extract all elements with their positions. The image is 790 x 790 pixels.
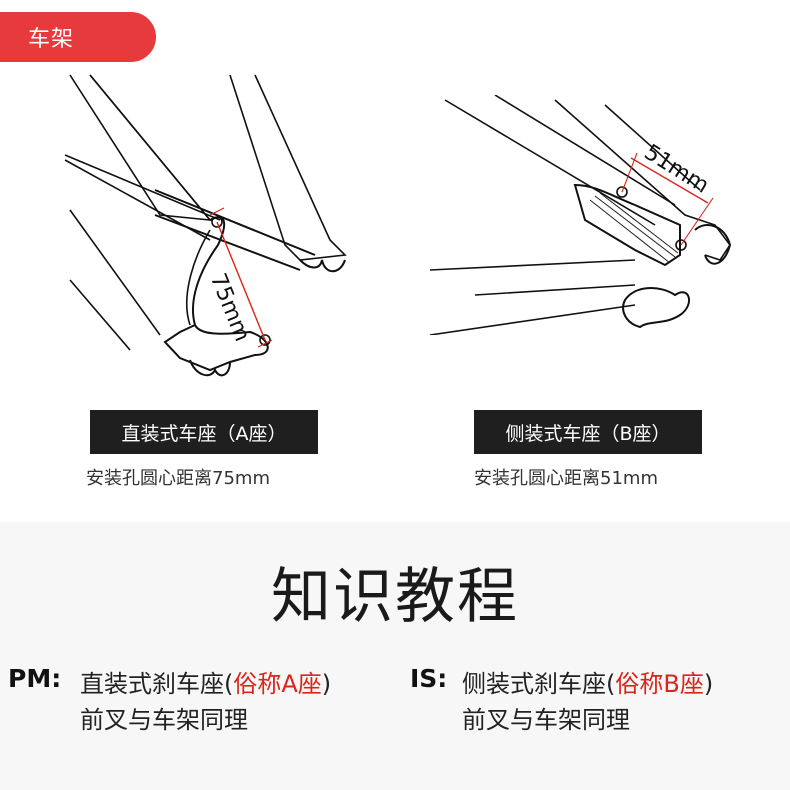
is-mount-label-text: 侧装式车座（B座） [505,422,671,445]
is-code: IS: [410,664,448,693]
is-mount-label: 侧装式车座（B座） [474,410,702,454]
is-aka: 俗称B座 [615,670,704,698]
is-mount-frame-diagram: 51mm [425,95,745,335]
pm-note: 前叉与车架同理 [80,706,248,734]
pm-text-before: 直装式刹车座( [80,670,234,698]
pm-description: 直装式刹车座(俗称A座) [80,664,331,699]
pm-text-after: ) [321,670,332,698]
knowledge-section [0,522,790,790]
post-mount-label: 直装式车座（A座） [90,410,318,454]
post-mount-spec: 安装孔圆心距离75mm [86,468,270,489]
pm-code: PM: [8,664,62,693]
post-mount-frame-diagram: 75mm [60,70,380,390]
category-tag-label: 车架 [28,27,75,52]
is-mount-spec: 安装孔圆心距离51mm [474,468,658,489]
pm-aka: 俗称A座 [233,670,322,698]
is-description: 侧装式刹车座(俗称B座) [462,664,713,699]
is-text-after: ) [703,670,714,698]
is-text-before: 侧装式刹车座( [462,670,616,698]
section-heading: 知识教程 [271,562,519,632]
is-note: 前叉与车架同理 [462,706,630,734]
category-tag: 车架 [0,12,156,62]
post-mount-label-text: 直装式车座（A座） [121,422,287,445]
